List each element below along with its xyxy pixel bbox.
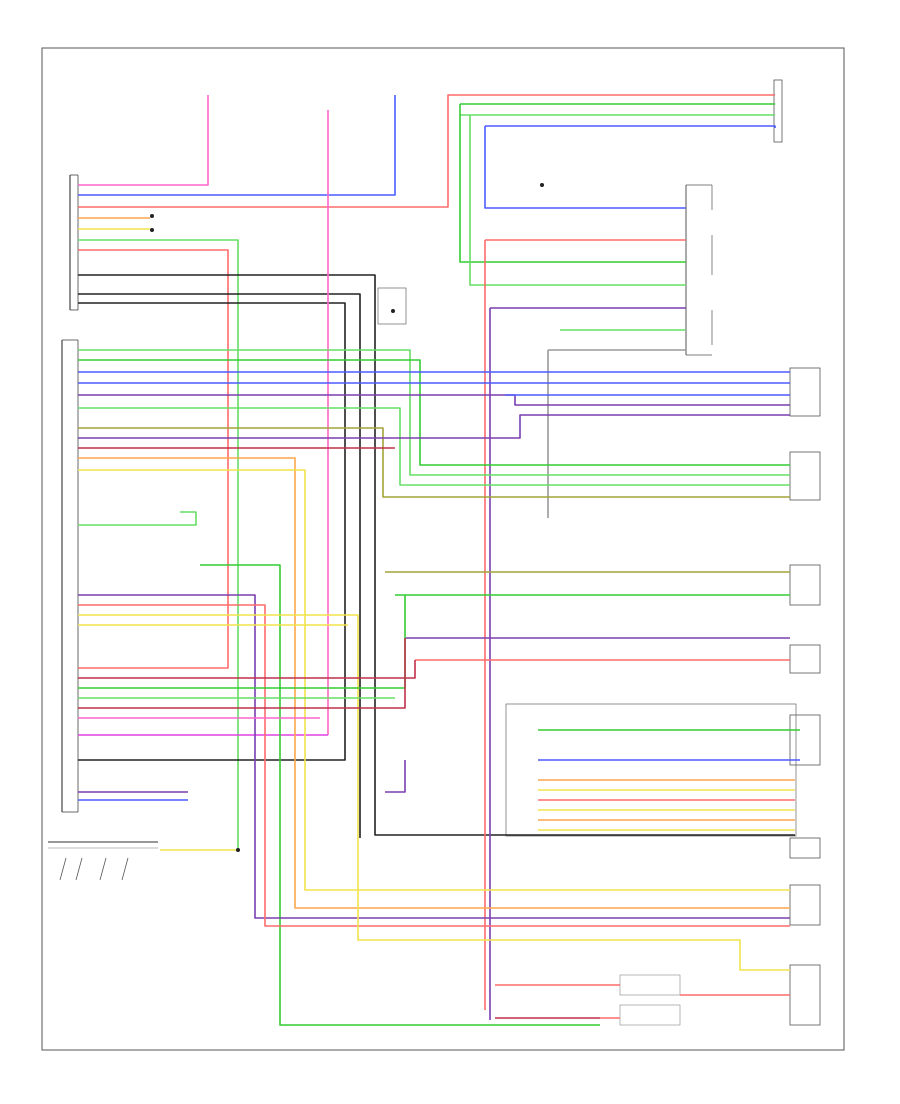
- wire-darkred-47: [78, 660, 416, 679]
- wire-lightgreen-5: [78, 239, 239, 850]
- wire-yellow-43: [78, 614, 790, 971]
- wire-green-38: [200, 564, 600, 1026]
- wire-green-14: [459, 104, 686, 263]
- wire-black-8: [78, 293, 361, 838]
- wire-yellow-36: [78, 469, 790, 891]
- wire-lightgreen-25: [78, 349, 790, 476]
- wire-orange-35: [78, 457, 790, 909]
- wire-red-2: [78, 94, 775, 208]
- wire-lightgreen-15: [469, 115, 686, 286]
- wire-violet-41: [78, 594, 790, 919]
- wires-layer: [78, 94, 800, 1026]
- wire-red-6: [78, 249, 229, 669]
- component-boxes: [48, 184, 797, 1026]
- wire-blue-1: [78, 95, 396, 196]
- wire-lightgreen-31: [78, 407, 790, 486]
- wire-violet-29: [78, 394, 790, 406]
- wire-red-42: [78, 604, 790, 927]
- left-connector-upper: [69, 174, 79, 311]
- wire-black-7: [78, 274, 795, 836]
- diagram-frame: [41, 47, 845, 1051]
- switch-glyphs: [59, 857, 129, 881]
- splice-dots: [150, 183, 544, 852]
- wire-darkred-50: [78, 638, 406, 709]
- right-connector-blocks: [773, 79, 821, 1026]
- wire-green-48: [78, 595, 406, 689]
- wire-blue-13: [484, 126, 686, 209]
- wire-black-9: [78, 302, 346, 761]
- wire-green-26: [78, 359, 790, 466]
- wire-pink-0: [78, 95, 209, 186]
- wire-blue-12: [485, 125, 776, 128]
- wire-violet-33: [78, 414, 790, 439]
- wire-olive-32: [78, 427, 790, 498]
- wire-lightgreen-37: [78, 511, 197, 526]
- left-connector-main: [61, 339, 79, 813]
- wire-violet-54: [385, 760, 406, 793]
